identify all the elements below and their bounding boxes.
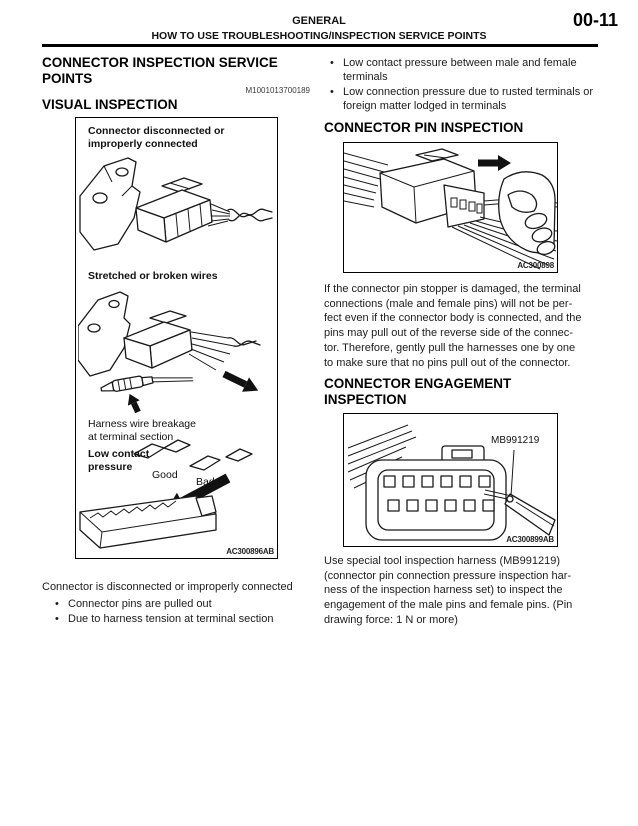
figure-label-disconnected: Connector disconnected or improperly con… [88,125,225,150]
reference-code: M1001013700189 [245,86,310,95]
list-item-text: Due to harness tension at terminal secti… [68,613,274,625]
figure-label-stretched: Stretched or broken wires [88,270,218,282]
bullet-icon: • [55,613,59,625]
figure-code: AC300898 [517,261,554,270]
list-item-text: Connector pins are pulled out [68,598,212,610]
figure-engagement-inspection: MB991219 AC300899AB [343,413,558,547]
bullet-icon: • [330,86,334,98]
list-item-text: Low connection pressure due to rusted te… [343,86,594,112]
tool-label: MB991219 [491,435,540,446]
subheading-pin-inspection: CONNECTOR PIN INSPECTION [324,120,524,135]
list-item-text: Low contact pressure between male and fe… [343,57,577,83]
header-title: HOW TO USE TROUBLESHOOTING/INSPECTION SE… [151,30,487,42]
subheading-visual-inspection: VISUAL INSPECTION [42,97,178,112]
section-heading-connector-inspection: CONNECTOR INSPECTION SERVICE POINTS [42,55,278,86]
list-item: • Due to harness tension at terminal sec… [55,612,315,626]
figure-label-low-contact: Low contact pressure [88,448,150,473]
figure-code: AC300899AB [506,535,554,544]
figure-label-breakage: Harness wire breakage at terminal sectio… [88,418,196,443]
figure-label-good: Good [152,469,178,481]
engagement-inspection-body: Use special tool inspection harness (MB9… [324,555,573,626]
figure-visual-inspection: Connector disconnected or improperly con… [75,117,278,559]
header-section: GENERAL [292,15,346,27]
pin-inspection-body: If the connector pin stopper is damaged,… [324,283,582,369]
list-item: • Connector pins are pulled out [55,597,305,611]
figure-caption: Connector is disconnected or improperly … [42,581,293,593]
figure-label-bad: Bad [196,476,215,488]
figure-pin-inspection: AC300898 [343,142,558,273]
header-rule [42,44,598,47]
low-contact-pressure-illustration [79,439,253,549]
figure-code: AC300896AB [226,547,274,556]
pin-pull-test-illustration [344,148,557,270]
subheading-engagement-inspection: CONNECTOR ENGAGEMENT INSPECTION [324,376,512,407]
bullet-icon: • [55,598,59,610]
bullet-icon: • [330,57,334,69]
connector-disconnected-illustration [79,157,273,251]
list-item: • Low connection pressure due to rusted … [330,85,606,113]
stretched-wires-illustration [78,291,261,414]
inspection-harness-illustration [347,424,556,541]
page-number: 00-11 [572,10,618,30]
list-item: • Low contact pressure between male and … [330,56,606,84]
